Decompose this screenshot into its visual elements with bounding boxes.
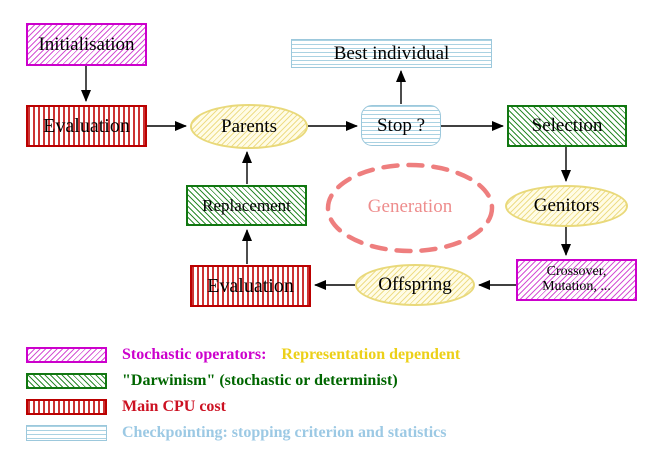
legend-text-stochastic: Stochastic operators: Representation depe…: [122, 346, 460, 364]
node-selection: Selection: [507, 105, 627, 147]
crossover-line1: Crossover,: [546, 264, 607, 280]
node-genitors: Genitors: [505, 185, 628, 227]
legend-swatch-red-stripes: [26, 399, 107, 415]
crossover-line2: Mutation, ...: [542, 279, 611, 294]
legend-row-darwinism: "Darwinism" (stochastic or determinist): [0, 372, 662, 390]
node-evaluation-top: Evaluation: [26, 105, 147, 147]
legend-row-cpu: Main CPU cost: [0, 398, 662, 416]
node-replacement: Replacement: [186, 185, 307, 226]
darwinism-label: "Darwinism" (stochastic or determinist): [122, 372, 398, 389]
stochastic-operators-label: Stochastic operators:: [122, 346, 267, 363]
legend-swatch-blue-stripes: [26, 425, 107, 441]
generation-label: Generation: [367, 196, 453, 217]
node-parents: Parents: [190, 104, 308, 149]
representation-dependent-label: Representation dependent: [281, 346, 461, 363]
node-best-individual: Best individual: [291, 39, 492, 68]
node-stop: Stop ?: [361, 105, 441, 146]
node-offspring: Offspring: [355, 264, 475, 306]
node-crossover-mutation: Crossover, Mutation, ...: [516, 259, 637, 301]
main-cpu-cost-label: Main CPU cost: [122, 398, 226, 415]
legend-swatch-magenta-hatch: [26, 347, 107, 363]
checkpointing-label: Checkpointing: stopping criterion and st…: [122, 424, 447, 441]
node-initialisation: Initialisation: [26, 23, 147, 66]
legend-row-checkpointing: Checkpointing: stopping criterion and st…: [0, 424, 662, 442]
legend-swatch-green-hatch: [26, 373, 107, 389]
legend-row-stochastic: Stochastic operators: Representation depe…: [0, 346, 662, 364]
node-evaluation-bottom: Evaluation: [190, 265, 311, 307]
